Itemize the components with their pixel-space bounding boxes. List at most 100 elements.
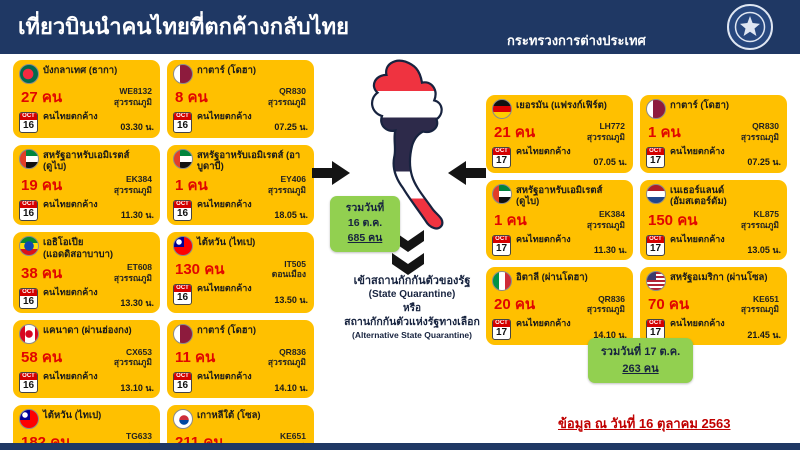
country-name: กาตาร์ (โดฮา) [197,65,257,76]
flight-number: ET608 [126,262,152,273]
calendar-month: OCT [174,373,191,381]
flight-card: สหรัฐอาหรับเอมิเรตส์ (ดูไบ) 1 คน EK384 ส… [486,179,633,261]
calendar-day: 17 [495,327,508,339]
country-name: เกาหลีใต้ (โซล) [197,409,261,421]
calendar-date-icon: OCT 17 [646,146,665,168]
calendar-month: OCT [493,235,510,243]
flight-card: กาตาร์ (โดฮา) 8 คน QR830 สุวรรณภูมิ OCT … [167,60,314,138]
arrival-time: 21.45 น. [747,329,781,340]
flight-info: IT505 ดอนเมือง [272,259,306,280]
arrival-airport: สุวรรณภูมิ [740,219,779,230]
country-name: ไต้หวัน (ไทเป) [197,237,256,249]
calendar-month: OCT [20,112,37,120]
calendar-date-icon: OCT 16 [173,372,192,394]
flight-card: บังกลาเทศ (ธากา) 27 คน WE8132 สุวรรณภูมิ… [13,60,160,138]
south-korea-flag-icon [173,408,193,429]
card-bottom-row: OCT 17 คนไทยตกค้าง 13.05 น. [646,234,781,257]
calendar-date-icon: OCT 17 [646,319,665,341]
flight-card: สหรัฐอเมริกา (ผ่านโซล) 70 คน KE651 สุวรร… [640,267,787,345]
card-mid-row: 1 คน EK384 สุวรรณภูมิ [492,207,627,232]
calendar-day: 16 [22,207,35,219]
calendar-day: 16 [176,207,189,219]
card-mid-row: 1 คน EY406 สุวรรณภูมิ [173,172,308,197]
uae-flag-icon [173,148,193,169]
flight-number: QR830 [752,121,779,132]
state-quarantine-th: เข้าสถานกักกันตัวของรัฐ [353,275,471,287]
flight-info: QR830 สุวรรณภูมิ [741,121,779,142]
card-bottom-right: คนไทยตกค้าง 07.25 น. [670,146,781,169]
country-name: แคนาดา (ผ่านฮ่องกง) [43,325,132,337]
card-mid-row: 150 คน KL875 สุวรรณภูมิ [646,207,781,232]
calendar-month: OCT [647,320,664,328]
flight-info: EY406 สุวรรณภูมิ [268,174,306,195]
card-top-row: สหรัฐอเมริกา (ผ่านโซล) [646,271,781,292]
arrival-airport: สุวรรณภูมิ [586,304,625,315]
country-name: เนเธอร์แลนด์ (อัมสเตอร์ดัม) [670,184,727,207]
flight-info: QR836 สุวรรณภูมิ [587,294,625,315]
card-bottom-right: คนไทยตกค้าง 14.10 น. [197,371,308,394]
passenger-count: 58 คน [21,349,63,367]
calendar-month: OCT [174,285,191,293]
flight-number: LH772 [599,121,625,132]
card-bottom-right: คนไทยตกค้าง 13.05 น. [670,234,781,257]
arrow-down-icon [392,230,424,281]
taiwan-flag-icon [173,236,193,257]
calendar-date-icon: OCT 17 [492,234,511,256]
flight-number: QR836 [279,346,306,357]
taiwan-flag-icon [19,408,39,429]
card-bottom-row: OCT 17 คนไทยตกค้าง 07.25 น. [646,146,781,169]
card-top-row: แคนาดา (ผ่านฮ่องกง) [19,324,154,345]
qatar-flag-icon [646,99,666,119]
germany-flag-icon [492,99,512,119]
card-bottom-right: คนไทยตกค้าง 07.25 น. [197,111,308,134]
flight-number: TG633 [126,431,152,442]
total-oct16-count: 685 คน [347,232,383,245]
calendar-month: OCT [20,288,37,296]
ministry-name: กระทรวงการต่างประเทศ [507,33,646,48]
flight-card: เอธิโอเปีย (แอดดิสอาบาบา) 38 คน ET608 สุ… [13,232,160,314]
arrival-time: 13.05 น. [747,245,781,256]
passenger-count: 8 คน [175,89,208,106]
alt-quarantine-th: สถานกักกันตัวแห่งรัฐทางเลือก [344,316,480,329]
country-name: สหรัฐอาหรับเอมิเรตส์ (ดูไบ) [516,184,603,207]
arrival-airport: สุวรรณภูมิ [267,357,306,368]
card-bottom-row: OCT 17 คนไทยตกค้าง 07.05 น. [492,146,627,169]
card-bottom-row: OCT 16 คนไทยตกค้าง 18.05 น. [173,199,308,222]
card-bottom-row: OCT 16 คนไทยตกค้าง 14.10 น. [173,371,308,394]
bottom-bar [0,443,800,450]
arrival-airport: สุวรรณภูมิ [740,304,779,315]
ethiopia-flag-icon [19,236,39,257]
passenger-count: 150 คน [648,211,698,229]
arrival-airport: สุวรรณภูมิ [113,357,152,368]
flight-number: IT505 [284,258,306,269]
card-top-row: เกาหลีใต้ (โซล) [173,408,308,429]
card-top-row: อิตาลี (ผ่านโดฮา) [492,271,627,292]
arrival-time: 03.30 น. [120,122,154,133]
calendar-month: OCT [20,373,37,381]
flight-card: สหรัฐอาหรับเอมิเรตส์ (อาบูดาบี) 1 คน EY4… [167,144,314,226]
total-oct17-label: รวมวันที่ 17 ต.ค. [600,346,681,358]
flight-number: QR830 [279,86,306,97]
flight-card: กาตาร์ (โดฮา) 1 คน QR830 สุวรรณภูมิ OCT … [640,95,787,173]
calendar-date-icon: OCT 16 [19,199,38,221]
country-name: สหรัฐอาหรับเอมิเรตส์ (ดูไบ) [43,149,130,172]
total-oct17-count: 263 คน [622,362,659,375]
card-mid-row: 58 คน CX653 สุวรรณภูมิ [19,344,154,369]
card-bottom-right: คนไทยตกค้าง 13.50 น. [197,283,308,306]
stranded-label: คนไทยตกค้าง [670,233,725,244]
card-bottom-row: OCT 16 คนไทยตกค้าง 13.50 น. [173,283,308,306]
calendar-month: OCT [174,200,191,208]
passenger-count: 21 คน [494,124,536,141]
calendar-day: 16 [22,295,35,307]
passenger-count: 27 คน [21,89,63,106]
card-mid-row: 20 คน QR836 สุวรรณภูมิ [492,291,627,316]
card-bottom-right: คนไทยตกค้าง 11.30 น. [516,234,627,257]
card-mid-row: 8 คน QR830 สุวรรณภูมิ [173,84,308,109]
stranded-label: คนไทยตกค้าง [197,198,252,209]
qatar-flag-icon [173,64,193,84]
country-name: ไต้หวัน (ไทเป) [43,409,102,421]
passenger-count: 11 คน [175,349,216,367]
flights-oct17-grid: เยอรมัน (แฟรงก์เฟิร์ต) 21 คน LH772 สุวรร… [486,95,787,345]
calendar-day: 17 [495,154,508,166]
